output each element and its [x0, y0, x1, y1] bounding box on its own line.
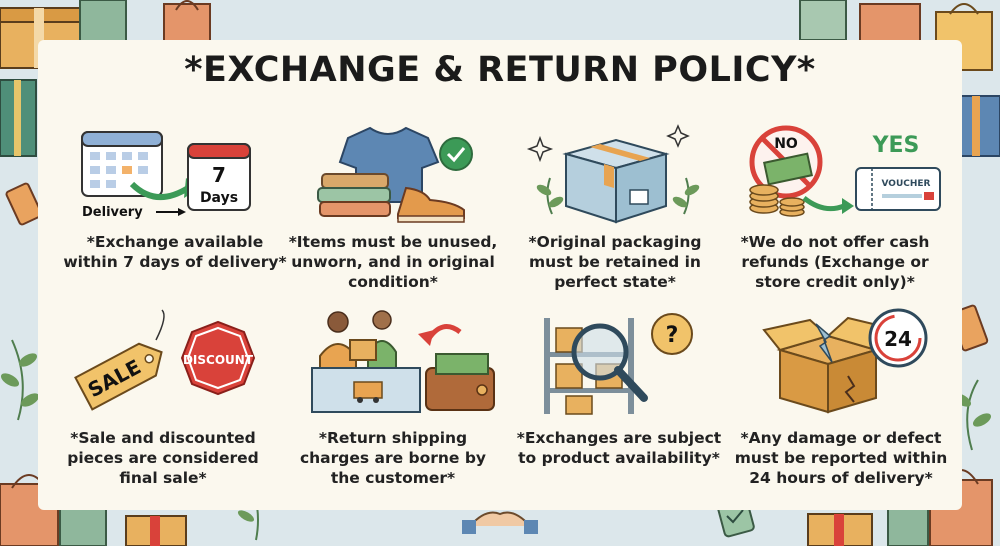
policy-item: 7 Days Delivery *Exchange available with…	[60, 118, 290, 318]
yes-label: YES	[872, 133, 920, 158]
policy-line: within 7 days of delivery*	[63, 253, 287, 271]
days-label: Days	[200, 190, 238, 206]
content-panel	[38, 40, 962, 510]
policy-line: store credit only)*	[755, 273, 915, 291]
policy-text: *Any damage or defect must be reported w…	[726, 428, 956, 488]
availability-search-icon: ?	[544, 313, 693, 415]
price-tag-icon	[5, 182, 43, 226]
policy-line: *Exchanges are subject	[516, 429, 722, 447]
policy-line: *Exchange available	[86, 233, 264, 251]
policy-item: *Items must be unused, unworn, and in or…	[278, 118, 508, 318]
page-title: *EXCHANGE & RETURN POLICY*	[184, 50, 816, 90]
policy-line: charges are borne by	[299, 449, 487, 467]
policy-item: *Return shipping charges are borne by th…	[278, 306, 508, 506]
policy-line: *Sale and discounted	[70, 429, 256, 447]
policy-item: SALE DISCOUNT *Sale and discounted piece…	[48, 306, 278, 506]
policy-line: the customer*	[330, 469, 456, 487]
policy-line: final sale*	[119, 469, 207, 487]
delivery-label: Delivery	[82, 205, 143, 220]
no-label: NO	[774, 136, 798, 152]
policy-line: pieces are considered	[67, 449, 259, 467]
policy-line: 24 hours of delivery*	[749, 469, 933, 487]
unworn-clothes-icon	[317, 126, 473, 223]
policy-line: *Items must be unused,	[288, 233, 498, 251]
policy-item: 24 *Any damage or defect must be reporte…	[726, 306, 956, 506]
policy-text: *Exchange available within 7 days of del…	[60, 232, 290, 272]
voucher-label: VOUCHER	[882, 179, 931, 189]
policy-text: *Return shipping charges are borne by th…	[278, 428, 508, 488]
calendar-delivery-icon: 7 Days Delivery	[81, 131, 251, 220]
no-cash-voucher-icon: NO YES VOUCHER	[749, 125, 941, 217]
policy-text: *Sale and discounted pieces are consider…	[48, 428, 278, 488]
policy-line: *Any damage or defect	[740, 429, 942, 447]
seven-label: 7	[212, 163, 226, 187]
policy-line: perfect state*	[554, 273, 676, 291]
policy-line: must be reported within	[734, 449, 948, 467]
return-shipping-icon	[311, 310, 495, 413]
policy-line: refunds (Exchange or	[741, 253, 929, 271]
damaged-box-clock-icon: 24	[762, 308, 928, 414]
svg-text:?: ?	[666, 323, 679, 348]
policy-text: *We do not offer cash refunds (Exchange …	[720, 232, 950, 292]
policy-line: must be retained in	[529, 253, 701, 271]
policy-text: *Items must be unused, unworn, and in or…	[278, 232, 508, 292]
policy-line: to product availability*	[518, 449, 720, 467]
policy-line: unworn, and in original	[291, 253, 495, 271]
policy-line: *Original packaging	[528, 233, 702, 251]
policy-line: *Return shipping	[318, 429, 468, 447]
policy-text: *Exchanges are subject to product availa…	[504, 428, 734, 468]
hours-label: 24	[884, 327, 912, 351]
packaging-box-icon	[526, 124, 700, 224]
policy-item: *Original packaging must be retained in …	[500, 118, 730, 318]
policy-line: *We do not offer cash	[740, 233, 930, 251]
policy-text: *Original packaging must be retained in …	[500, 232, 730, 292]
discount-label: DISCOUNT	[183, 353, 254, 367]
policy-item: ? *Exchanges are subject to product avai…	[504, 306, 734, 506]
policy-line: condition*	[348, 273, 438, 291]
policy-item: NO YES VOUCHER *We do not offer cash ref…	[720, 118, 950, 318]
sale-discount-icon: SALE DISCOUNT	[74, 309, 256, 411]
